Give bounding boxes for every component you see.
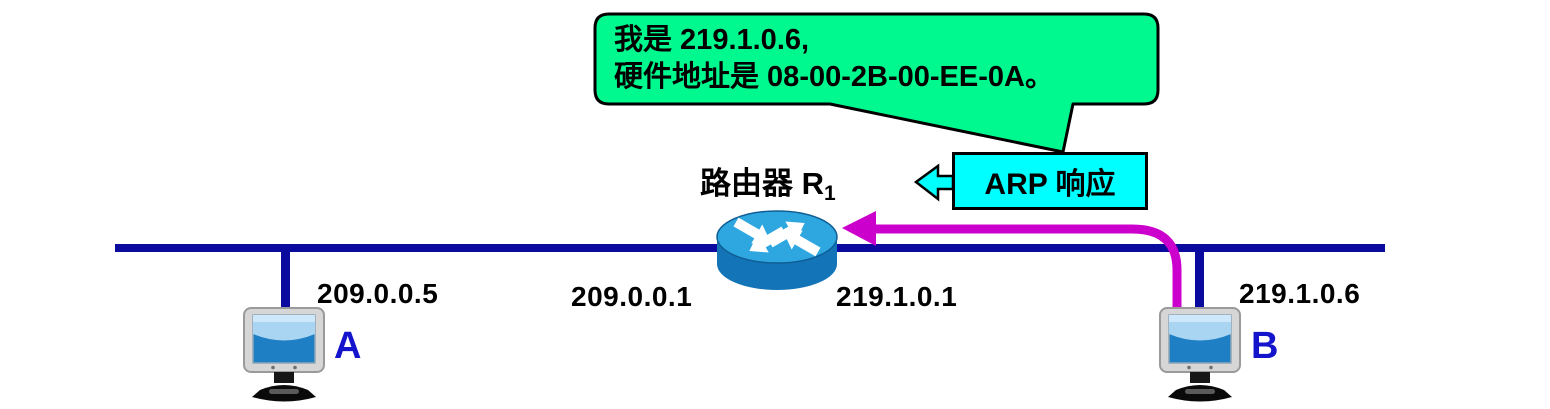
arp-reply-arrow — [842, 211, 1182, 318]
speech-bubble-line2: 硬件地址是 08-00-2B-00-EE-0A。 — [614, 61, 1054, 93]
speech-bubble-text: 我是 219.1.0.6, 硬件地址是 08-00-2B-00-EE-0A。 — [614, 22, 1054, 96]
arp-response-label: ARP 响应 — [984, 168, 1116, 201]
host-a-label: A — [334, 325, 362, 367]
host-b-label: B — [1251, 325, 1279, 367]
router-label-subscript: 1 — [824, 182, 836, 205]
ip-label-host-b: 219.1.0.6 — [1239, 278, 1361, 309]
host-a-link-line — [281, 244, 290, 312]
ip-label-router-right: 219.1.0.1 — [836, 281, 958, 312]
ip-label-host-a: 209.0.0.5 — [317, 278, 439, 309]
computer-b-icon — [1159, 307, 1241, 402]
speech-bubble-line1: 我是 219.1.0.6, — [614, 24, 810, 56]
arp-reply-arrowhead-icon — [842, 211, 876, 246]
router-label-text: 路由器 R — [700, 166, 824, 201]
router-arrows-icon — [733, 217, 821, 257]
arp-response-badge: ARP 响应 — [952, 152, 1148, 210]
left-block-arrow-icon — [913, 163, 955, 202]
computer-a-icon — [243, 307, 325, 402]
host-b-link-line — [1195, 244, 1204, 314]
ip-label-router-left: 209.0.0.1 — [571, 281, 693, 312]
speech-bubble — [593, 12, 1160, 154]
router-icon — [716, 210, 838, 290]
router-label: 路由器 R1 — [700, 158, 836, 206]
